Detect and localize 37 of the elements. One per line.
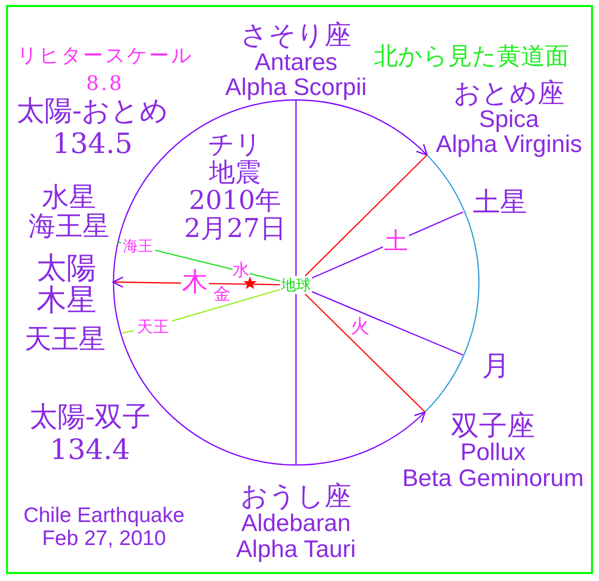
constellation-name: さそり座 bbox=[240, 22, 352, 50]
constellation-name: 双子座 bbox=[451, 412, 535, 440]
connector-line bbox=[118, 241, 122, 244]
connector-line bbox=[122, 330, 134, 334]
planet-label: 太陽木星 bbox=[36, 253, 96, 317]
angle-label: 太陽-おとめ134.5 bbox=[15, 94, 170, 160]
constellation-name: おうし座 bbox=[240, 483, 352, 511]
star-name: Pollux Beta Geminorum bbox=[402, 440, 584, 492]
earth-label: 地球 bbox=[281, 276, 311, 294]
angle-label: 太陽-双子134.4 bbox=[28, 400, 152, 466]
connector-line bbox=[154, 250, 280, 282]
date-label: チリ地震2010年2月27日 bbox=[183, 131, 287, 243]
caption-text: Chile Earthquake Feb 27, 2010 bbox=[22, 504, 186, 550]
connector-line bbox=[295, 294, 297, 465]
planet-label: 土星 bbox=[473, 190, 527, 216]
planet-label: 天王星 bbox=[24, 325, 106, 355]
connector-line bbox=[312, 291, 464, 356]
planet-label: 水 bbox=[232, 262, 250, 280]
arc-arrow bbox=[296, 99, 428, 156]
arc-line bbox=[424, 154, 480, 412]
constellation-name: おとめ座 bbox=[454, 80, 564, 107]
connector-line bbox=[304, 294, 426, 412]
planet-label: 金 bbox=[214, 286, 230, 304]
magnitude-label: リヒタースケール8.8 bbox=[16, 42, 194, 97]
moon-label: 月 bbox=[482, 350, 510, 382]
planet-label: 火 bbox=[350, 316, 370, 338]
arc-arrow bbox=[296, 411, 426, 466]
diagram-title: 北から見た黄道面 bbox=[374, 43, 569, 70]
planet-label: 天王 bbox=[137, 318, 169, 335]
connector-line bbox=[172, 289, 280, 322]
star-name: Antares Alpha Scorpii bbox=[225, 50, 367, 100]
connector-line bbox=[304, 154, 428, 276]
star-name: Aldebaran Alpha Tauri bbox=[236, 511, 356, 563]
connector-line bbox=[295, 100, 297, 276]
planet-label: 海王 bbox=[123, 238, 153, 254]
star-name: Spica Alpha Virginis bbox=[436, 107, 582, 157]
planet-label: 水星海王星 bbox=[28, 183, 110, 241]
